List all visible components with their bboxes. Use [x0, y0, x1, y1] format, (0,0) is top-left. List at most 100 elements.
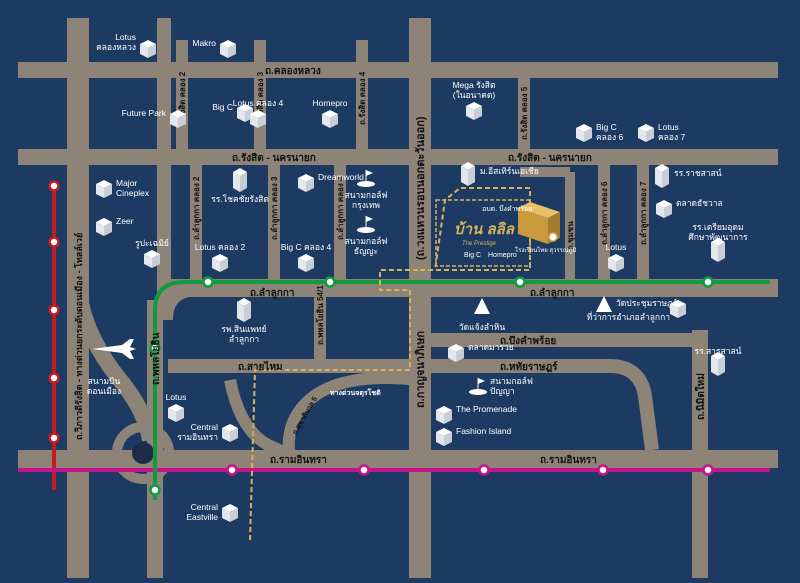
project-school: โรงเรียนไทย สุวรรณภูมิ	[515, 246, 576, 254]
landmark-label: Dreamworld	[318, 172, 364, 182]
cube-icon-right	[678, 304, 686, 318]
station-marker	[597, 464, 609, 476]
label-soi-rangsit-5: ถ.รังสิต คลอง 5	[520, 86, 529, 140]
cube-icon-right	[148, 44, 156, 58]
landmark-label: Big C คลอง 4	[281, 242, 332, 252]
label-soi-lamlukka-7: ถ.ลำลูกกา คลอง 7	[639, 181, 649, 245]
building-icon-left	[655, 168, 662, 188]
cube-icon-right	[306, 178, 314, 192]
label-vibhavadi: ถ.วิภาวดีรังสิต - ทางด่วนยกระดับดอนเมือง…	[73, 233, 84, 440]
label-soi-lamlukka-2: ถ.ลำลูกกา คลอง 2	[192, 176, 202, 240]
road-labels: ถ.คลองหลวง ถ.รังสิต - นครนายก ถ.รังสิต -…	[73, 66, 707, 466]
label-rangsit-nakhon-nayok-2: ถ.รังสิต - นครนายก	[508, 152, 592, 164]
landmark-label: วัดประชุมราษฎร์	[616, 298, 678, 309]
cube-icon-left	[222, 428, 230, 442]
label-expressway-note: ทางด่วนจตุรโชติ	[330, 388, 381, 397]
label-sai-mai: ถ.สายไหม	[238, 360, 283, 373]
label-hathai-rat: ถ.หทัยราษฎร์	[500, 361, 558, 373]
project-homepro: Homepro	[488, 252, 517, 259]
building-icon-left	[461, 166, 468, 186]
label-soi-lamlukka-3: ถ.ลำลูกกา คลอง 3	[270, 176, 280, 240]
label-ram-inthra-2: ถ.รามอินทรา	[540, 454, 597, 466]
landmark-rangsit-comm: รูปะเฉมิย์	[135, 238, 169, 268]
golf-flag-icon	[366, 216, 373, 222]
landmark-label: Makro	[192, 38, 216, 48]
landmark-wat-chaeng: วัดแจ้งลำหิน	[459, 298, 505, 332]
station-marker	[48, 372, 60, 384]
cube-icon-right	[230, 428, 238, 442]
cube-icon-right	[664, 204, 672, 218]
station-marker	[149, 342, 161, 354]
label-khlong-luang: ถ.คลองหลวง	[265, 66, 321, 77]
landmark-label: รูปะเฉมิย์	[135, 238, 169, 249]
cube-icon-left	[237, 108, 245, 122]
cube-icon-left	[298, 178, 306, 192]
landmark-future-park: Future Park	[122, 108, 186, 128]
label-phahonyothin: ถ.พหลโยธิน	[149, 333, 162, 385]
cube-icon-right	[104, 184, 112, 198]
landmark-label: ตลาดธัชวาล	[676, 198, 723, 208]
label-soi-rangsit-4: ถ.รังสิต คลอง 4	[358, 71, 367, 125]
label-nimit-mai: ถ.นิมิตใหม่	[694, 373, 707, 420]
station-marker	[358, 464, 370, 476]
landmark-eastern-asia: ม.อีสเทิร์นเอเชีย	[461, 162, 539, 186]
landmark-label: สนามกอล์ฟธัญญะ	[345, 236, 388, 256]
cube-icon-right	[444, 410, 452, 424]
project-big-c: Big C	[464, 252, 481, 259]
building-icon-right	[468, 166, 475, 186]
landmark-label: Lotus คลอง 4	[233, 98, 284, 108]
building-icon-left	[233, 172, 240, 192]
roundabout-center	[132, 442, 154, 464]
landmark-label: สนามกอล์ฟกรุงเทพ	[345, 190, 388, 211]
cube-icon-left	[222, 508, 230, 522]
landmark-lotus-sai: Lotus	[166, 392, 186, 422]
landmark-label: ตลาดมารวย	[468, 342, 514, 352]
landmark-lotus-khlong-2: Lotus คลอง 2	[195, 242, 245, 272]
cube-icon-left	[140, 44, 148, 58]
landmark-label: รร.สารสาสน์	[695, 346, 742, 356]
cube-icon-left	[638, 128, 646, 142]
landmark-zeer: Zeer	[96, 216, 134, 236]
landmark-big-c-khlong-4: Big C คลอง 4	[281, 242, 332, 272]
label-outer-ring: (ถ.วงแหวนรอบนอกตะวันออก)	[414, 116, 427, 260]
cube-icon-left	[670, 304, 678, 318]
building-icon-right	[718, 356, 725, 376]
cube-icon-right	[220, 258, 228, 272]
landmark-label: รร.เตรียมอุดมศึกษาพัฒนาการ	[688, 222, 748, 242]
cube-icon-right	[616, 258, 624, 272]
building-icon-left	[711, 242, 718, 262]
cube-icon-right	[176, 408, 184, 422]
project-building	[518, 208, 548, 244]
building-icon-right	[240, 172, 247, 192]
landmark-school-rangsit: รร.โชคชัยรังสิต	[211, 168, 269, 204]
road-lamlukka-curve	[157, 280, 201, 321]
project-nearby: อบต. บึงคำพร้อย	[482, 204, 532, 213]
label-rangsit-nakhon-nayok-1: ถ.รังสิต - นครนายก	[232, 152, 316, 164]
station-marker	[324, 276, 336, 288]
landmark-market-sai: ตลาดมารวย	[448, 342, 514, 362]
cube-icon-left	[608, 258, 616, 272]
dashed-route-2	[420, 187, 531, 271]
landmark-promenade: The Promenade	[436, 404, 517, 424]
landmark-label: รร.ราชสาสน์	[674, 168, 722, 178]
project-building-top	[518, 202, 560, 218]
project-panel: บ้าน ลลิล The Prestige อบต. บึงคำพร้อย B…	[435, 199, 576, 267]
building-icon-right	[244, 302, 251, 322]
landmark-mega-rangsit: Mega รังสิต(ในอนาคต)	[452, 80, 496, 120]
landmark-label: สนามบินดอนเมือง	[87, 376, 121, 396]
cube-icon-left	[144, 254, 152, 268]
building-icon-left	[237, 302, 244, 322]
cube-icon-left	[436, 410, 444, 424]
temple-icon	[596, 296, 612, 312]
station-marker	[702, 276, 714, 288]
cube-icon-left	[168, 408, 176, 422]
cube-icon-left	[212, 258, 220, 272]
